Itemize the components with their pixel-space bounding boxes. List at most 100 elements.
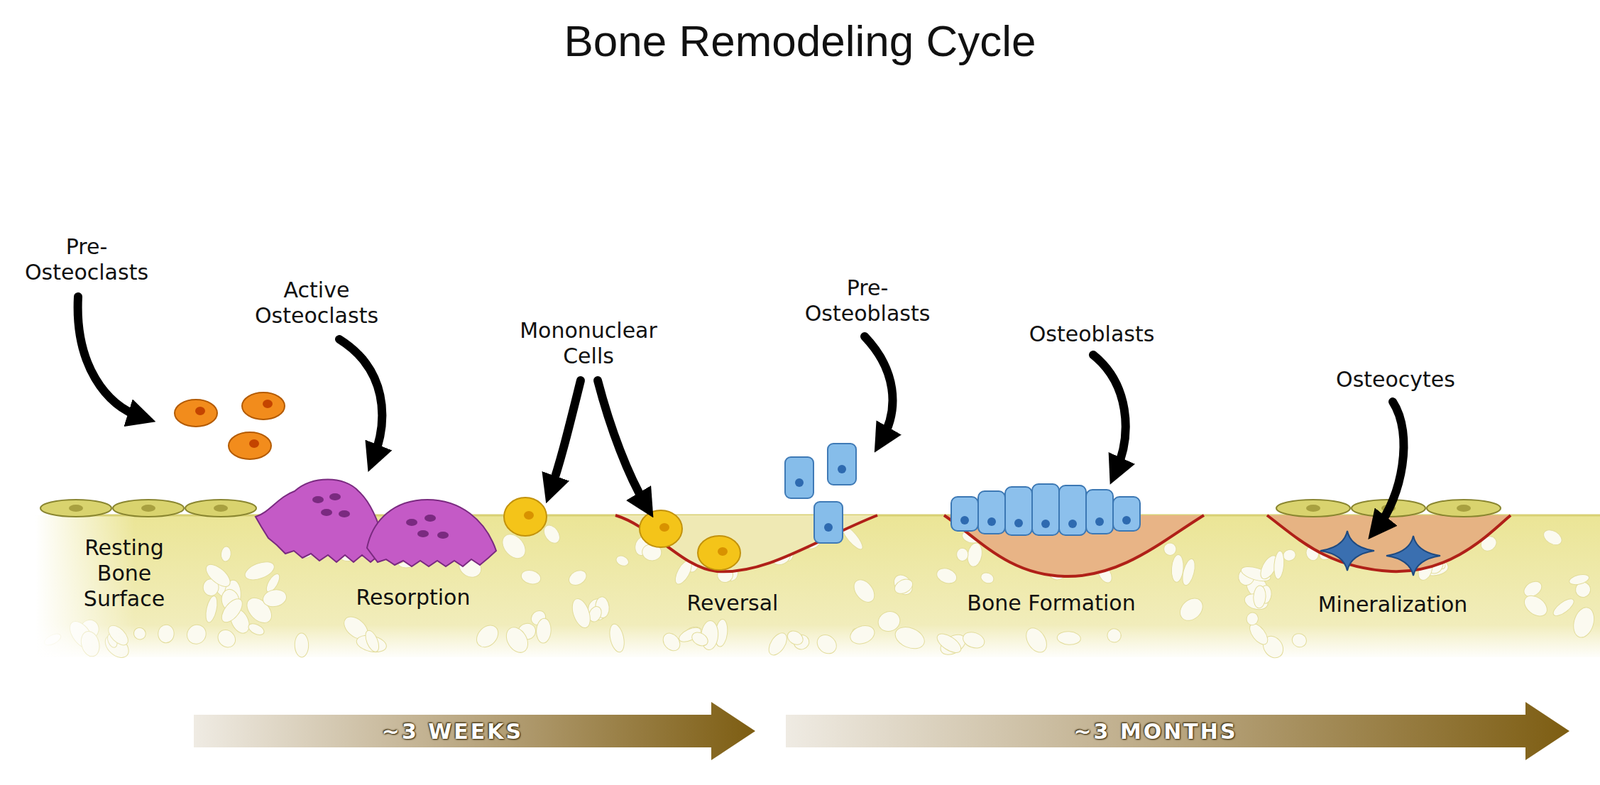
bone-pores	[689, 629, 710, 649]
pre-osteoclast	[228, 432, 272, 460]
pre-osteoblast	[785, 457, 814, 499]
callout-arrow	[597, 380, 646, 506]
bone-pores	[220, 545, 232, 562]
bone-pores	[847, 622, 877, 648]
pre-osteoclast	[195, 406, 206, 416]
bone-pores	[1289, 631, 1309, 650]
pre-osteoblast	[795, 478, 804, 487]
lining-cell	[40, 499, 112, 517]
lining-cell	[1456, 504, 1471, 512]
callout-arrow	[550, 380, 581, 490]
mononuclear-cell	[697, 535, 741, 571]
bone-pores	[1245, 611, 1260, 627]
bone-pores	[203, 594, 220, 624]
timeline-arrow: ~3 WEEKS	[193, 702, 756, 761]
callout-arrow	[339, 339, 382, 459]
lining-cell	[185, 499, 257, 517]
callout-arrow	[1093, 354, 1126, 472]
osteoblast	[1032, 484, 1060, 536]
bone-pores	[961, 629, 987, 651]
timeline-text: ~3 WEEKS	[381, 719, 524, 744]
osteoblast	[978, 491, 1006, 534]
mononuclear-cell	[659, 523, 670, 532]
bone-pores	[979, 570, 996, 585]
pre-osteoblast	[785, 443, 857, 544]
mineralized-pit	[1267, 515, 1511, 572]
bone-pores	[1520, 591, 1552, 620]
label-text: Pre- Osteoclasts	[24, 234, 149, 285]
pre-osteoclast	[249, 439, 260, 448]
bone-pores	[1272, 550, 1285, 580]
active-osteoclast	[406, 518, 418, 526]
active-osteoclast	[329, 493, 341, 501]
pre-osteoclast	[174, 399, 218, 427]
callout-label: Mononuclear Cells	[503, 318, 674, 370]
osteoblast	[1068, 519, 1077, 529]
mononuclear-cell	[503, 497, 547, 536]
bone-pores	[501, 623, 533, 656]
active-osteoclast	[437, 531, 449, 539]
diagram-title: Bone Remodeling Cycle	[0, 15, 1600, 67]
osteoblast	[1122, 516, 1131, 525]
lining-cell	[112, 499, 184, 517]
phase-label: Reversal	[647, 590, 818, 617]
label-text: Resorption	[356, 584, 471, 610]
bone-pores	[1161, 540, 1179, 558]
lining-cell	[68, 504, 84, 512]
mononuclear-cell	[717, 547, 728, 556]
bone-pores	[1551, 596, 1577, 619]
bone-pores	[1170, 554, 1185, 583]
bone-pores	[217, 595, 247, 627]
label-text: Pre- Osteoblasts	[804, 275, 931, 326]
pre-osteoblast	[824, 523, 833, 532]
pre-osteoblast	[837, 464, 847, 474]
label-text: Resting Bone Surface	[83, 535, 165, 612]
timeline-text: ~3 MONTHS	[1073, 719, 1238, 744]
pre-osteoclast	[262, 399, 273, 409]
bone-pores	[246, 621, 266, 638]
lining-cell	[40, 499, 257, 517]
bone-pores	[1175, 594, 1207, 626]
osteocyte	[1386, 535, 1441, 576]
callout-arrow	[864, 336, 893, 441]
osteocyte	[1320, 530, 1441, 576]
bone-matrix	[35, 624, 1600, 661]
bone-pores	[849, 575, 879, 607]
bone-pores	[1570, 604, 1598, 640]
mononuclear-cell	[523, 511, 534, 520]
lining-cell	[1276, 499, 1351, 517]
bone-pores	[1252, 585, 1267, 610]
phase-label: Bone Formation	[944, 590, 1158, 617]
bone-pores	[1541, 526, 1565, 549]
timeline-arrow-body	[785, 702, 1570, 761]
osteoblast	[987, 517, 996, 526]
active-osteoclast	[338, 510, 350, 518]
timeline-text-box: ~3 WEEKS	[193, 702, 712, 761]
bone-pores	[568, 596, 594, 631]
phase-label: Mineralization	[1293, 592, 1493, 618]
label-text: Active Osteoclasts	[254, 277, 379, 328]
bone-pores	[214, 626, 240, 651]
lining-cell	[1426, 499, 1501, 517]
callout-arrow	[78, 296, 142, 418]
active-osteoclast	[424, 514, 436, 522]
pre-osteoclast	[174, 392, 285, 460]
osteoblast	[1086, 489, 1114, 534]
bone-pores	[956, 548, 969, 562]
bone-pores	[813, 631, 841, 658]
pre-osteoblast	[827, 443, 857, 485]
bone-pores	[261, 587, 288, 609]
label-text: Mononuclear Cells	[519, 318, 658, 369]
label-text: Reversal	[687, 590, 779, 616]
bone-pores	[202, 560, 234, 591]
phase-label: Resorption	[320, 584, 506, 611]
title-text: Bone Remodeling Cycle	[563, 16, 1036, 66]
bone-pores	[875, 608, 903, 635]
bone-pores	[1105, 626, 1123, 644]
pre-osteoblast	[814, 501, 843, 544]
bone-pores	[1568, 572, 1591, 587]
bone-edge	[35, 511, 135, 661]
osteoblast	[960, 516, 969, 525]
phase-label: Resting Bone Surface	[70, 535, 178, 612]
